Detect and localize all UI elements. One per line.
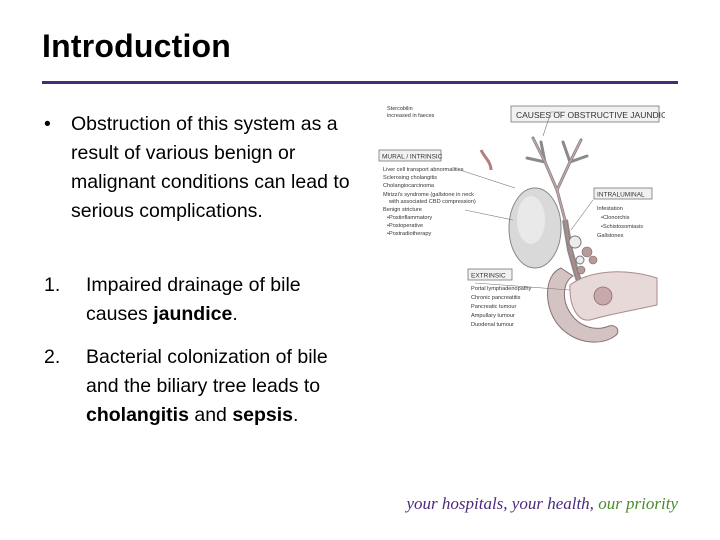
extrinsic-heading-box (467, 268, 513, 281)
item-text: Bacterial colonization of bile and the b… (86, 343, 361, 430)
pancreatic-tumour (593, 286, 613, 306)
item-text-part: and (188, 404, 233, 426)
mural-item: Sclerosing cholangitis (383, 175, 437, 181)
extrinsic-items: Portal lymphadenopathy Chronic pancreati… (471, 286, 532, 328)
item-text: Impaired drainage of bile causes jaundic… (86, 271, 361, 329)
clonorchis-worm (479, 149, 493, 171)
gallstone (575, 255, 585, 265)
item-text-part: . (232, 303, 238, 325)
intraluminal-item: •Clonorchis (601, 215, 630, 221)
mural-item: Benign stricture (383, 207, 422, 213)
extrinsic-item: Portal lymphadenopathy (471, 286, 532, 292)
pancreas (569, 271, 658, 321)
extrinsic-item: Ampullary tumour (471, 313, 515, 319)
leader-lines (459, 111, 594, 291)
figure-title: CAUSES OF OBSTRUCTIVE JAUNDICE (516, 110, 665, 120)
keyword-jaundice: jaundice (153, 303, 233, 325)
figure-title-box (510, 105, 660, 123)
bullet-marker: • (44, 113, 51, 135)
extrinsic-heading: EXTRINSIC (471, 273, 506, 280)
footer-tagline: your hospitals, your health, our priorit… (406, 494, 678, 514)
mural-heading: MURAL / INTRINSIC (382, 154, 443, 161)
stercobilin-label: Stercobilin (387, 106, 413, 112)
mural-heading-box (378, 149, 442, 162)
intraluminal-item: •Schistosomiasis (601, 224, 643, 230)
stercobilin-note: increased in faeces (387, 113, 435, 119)
item-text-part: Impaired drainage of bile causes (86, 274, 301, 325)
keyword-sepsis: sepsis (232, 404, 294, 426)
extrinsic-item: Duodenal tumour (471, 322, 514, 328)
slide-title: Introduction (42, 28, 232, 64)
title-underline (42, 81, 678, 84)
intraluminal-item: Gallstones (597, 233, 624, 239)
tagline-accent: our priority (598, 494, 678, 513)
extrinsic-item: Pancreatic tumour (471, 304, 517, 310)
item-text-part: Bacterial colonization of bile and the b… (86, 346, 328, 397)
extrinsic-item: Chronic pancreatitis (471, 295, 521, 301)
intraluminal-heading-box (593, 187, 653, 200)
portal-lymph-nodes (576, 246, 598, 275)
gallbladder-highlight (517, 196, 545, 244)
mural-item: with associated CBD compression) (388, 199, 476, 205)
bullet-text: Obstruction of this system as a result o… (71, 113, 350, 222)
mural-item: Mirizzi's syndrome (gallstone in neck (383, 192, 474, 198)
obstructive-jaundice-diagram: CAUSES OF OBSTRUCTIVE JAUNDICE Stercobil… (378, 105, 665, 343)
gallstone (568, 235, 582, 249)
intraluminal-heading: INTRALUMINAL (597, 192, 645, 199)
mural-item: •Postradiotherapy (387, 231, 431, 237)
item-text-part: . (293, 404, 299, 426)
item-number: 1. (44, 274, 61, 296)
intraluminal-items: Infestation •Clonorchis •Schistosomiasis… (597, 206, 643, 239)
mural-items: Liver cell transport abnormalities Scler… (383, 167, 476, 237)
item-number: 2. (44, 346, 61, 368)
keyword-cholangitis: cholangitis (86, 404, 189, 426)
mural-item: Cholangiocarcinoma (383, 183, 435, 189)
tagline-main: your hospitals, your health, (406, 494, 599, 513)
intrahepatic-ducts-lining (532, 137, 582, 221)
mural-item: •Postinflammatory (387, 215, 432, 221)
mural-item: Liver cell transport abnormalities (383, 167, 464, 173)
duodenum (547, 267, 619, 343)
intraluminal-item: Infestation (597, 206, 623, 212)
mural-item: •Postoperative (387, 223, 423, 229)
